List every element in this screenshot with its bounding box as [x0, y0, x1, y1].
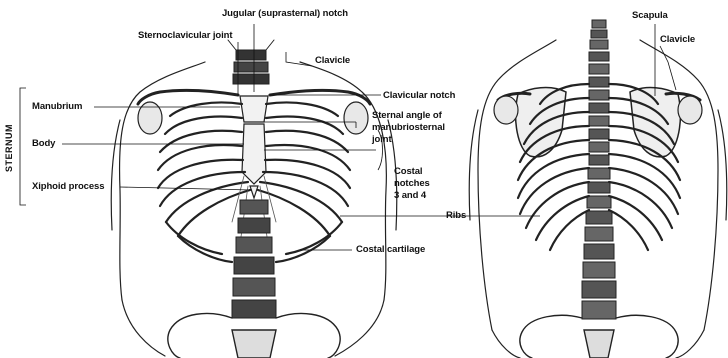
cervical-vertebrae [228, 40, 274, 84]
left-scapula [516, 88, 566, 157]
posterior-thorax-view [469, 20, 726, 358]
label-body: Body [32, 138, 55, 149]
posterior-pelvis [520, 315, 678, 358]
label-clavicle-back: Clavicle [660, 34, 695, 45]
right-scapula [630, 88, 680, 157]
posterior-spine [582, 20, 616, 319]
sternal-body-shape [242, 124, 266, 184]
label-clavicle-front: Clavicle [315, 55, 350, 66]
label-scapula: Scapula [632, 10, 668, 21]
label-xiphoid-process: Xiphoid process [32, 181, 104, 192]
anterior-pelvis [168, 314, 340, 358]
label-clavicular-notch: Clavicular notch [383, 90, 455, 101]
label-sternal-angle-line2: manubriosternal [372, 122, 445, 133]
label-costal-notches-line3: 3 and 4 [394, 190, 426, 201]
label-manubrium: Manubrium [32, 101, 82, 112]
label-costal-notches-line1: Costal [394, 166, 422, 177]
label-sternoclavicular-joint: Sternoclavicular joint [138, 30, 232, 41]
xiphoid-shape [250, 186, 258, 198]
label-sternal-angle-line3: joint [372, 134, 392, 145]
label-jugular-notch: Jugular (suprasternal) notch [222, 8, 348, 19]
label-ribs: Ribs [446, 210, 466, 221]
anterior-lumbar-vertebrae [232, 200, 276, 318]
label-costal-cartilage: Costal cartilage [356, 244, 425, 255]
label-costal-notches-line2: notches [394, 178, 430, 189]
label-sternum: STERNUM [4, 124, 14, 172]
manubrium-shape [240, 96, 268, 122]
label-sternal-angle-line1: Sternal angle of [372, 110, 442, 121]
